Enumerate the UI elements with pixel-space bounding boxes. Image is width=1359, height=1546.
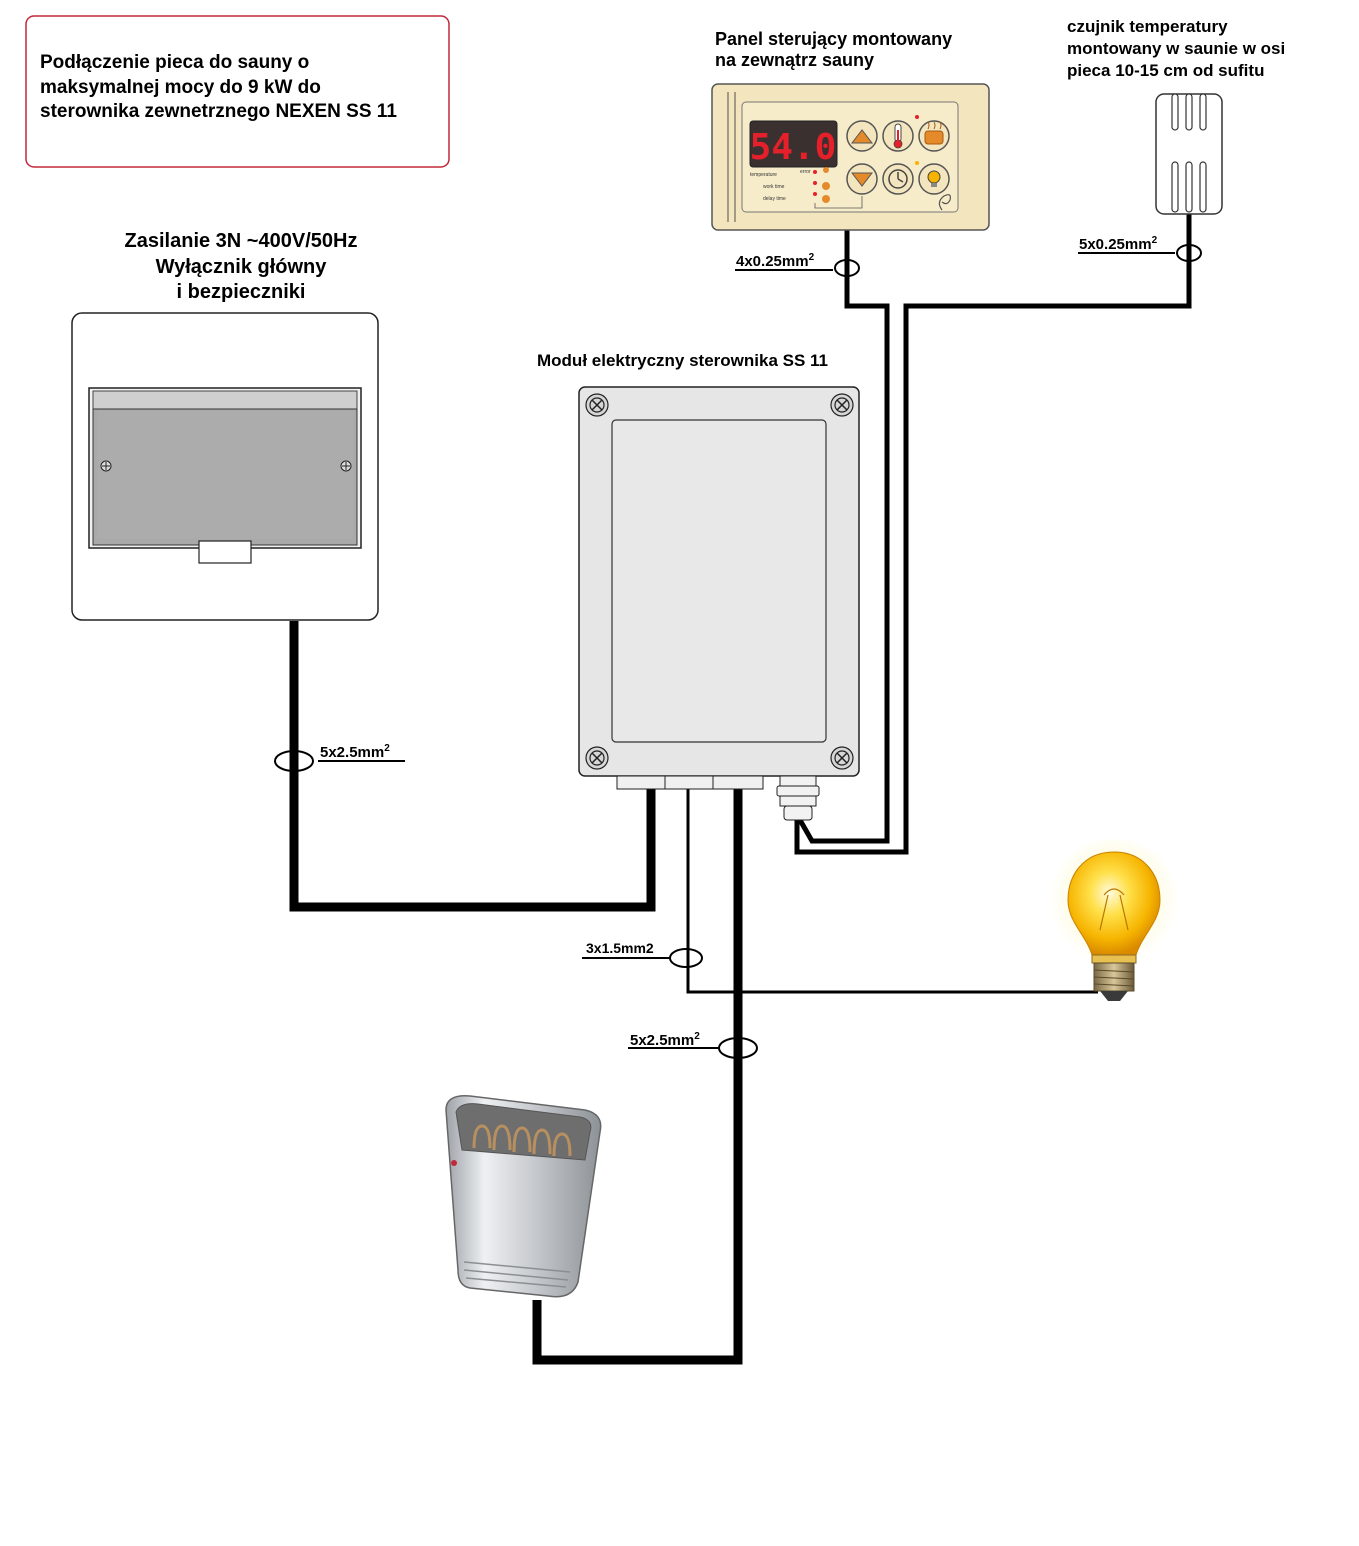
label-temperature: temperature — [750, 172, 777, 178]
light-bulb-icon — [927, 170, 941, 187]
wire-heater — [532, 789, 743, 1365]
temperature-mode-button[interactable] — [882, 120, 914, 152]
wire-sensor — [794, 214, 1192, 855]
title-line-1: Podłączenie pieca do sauny o — [40, 52, 309, 73]
cable-label-panel: 4x0.25mm2 — [736, 252, 815, 270]
cable-label-supply: 5x2.5mm2 — [320, 743, 390, 761]
label-delay-time: delay time — [763, 196, 786, 202]
title-line-3: sterownika zewnetrznego NEXEN SS 11 — [40, 101, 397, 122]
sensor-caption-1: czujnik temperatury — [1067, 17, 1228, 36]
panel-caption-1: Panel sterujący montowany — [715, 29, 952, 49]
temperature-sensor-caption: czujnik temperatury montowany w saunie w… — [1067, 17, 1285, 80]
gland-lamp — [664, 775, 714, 790]
sensor-caption-3: pieca 10-15 cm od sufitu — [1067, 61, 1264, 80]
power-line-1: Zasilanie 3N ~400V/50Hz — [125, 230, 358, 252]
cable-label-lamp: 3x1.5mm2 — [586, 940, 654, 956]
power-line-3: i bezpieczniki — [177, 281, 306, 303]
heater-icon — [924, 121, 944, 145]
temperature-down-button[interactable] — [846, 163, 878, 195]
label-work-time: work time — [763, 184, 785, 190]
thermometer-icon — [893, 123, 903, 149]
temperature-display — [749, 120, 838, 168]
brand-logo-icon — [938, 194, 951, 211]
title-box: Podłączenie pieca do sauny o maksymalnej… — [25, 15, 450, 168]
heater-button[interactable] — [918, 120, 950, 152]
heating-elements — [472, 1124, 572, 1157]
gland-signal — [776, 775, 820, 821]
sauna-heater — [445, 1095, 602, 1298]
timer-button[interactable] — [882, 163, 914, 195]
label-error: error — [800, 169, 811, 175]
clock-icon — [888, 169, 908, 189]
distribution-box — [71, 312, 379, 621]
power-line-2: Wyłącznik główny — [156, 256, 328, 278]
cover-latch — [198, 540, 252, 564]
light-bulb — [1048, 839, 1180, 1001]
gland-heater — [712, 775, 764, 790]
light-button[interactable] — [918, 163, 950, 195]
arrow-up-icon — [850, 129, 874, 144]
heater-logo-icon — [451, 1160, 457, 1166]
cable-label-sensor: 5x0.25mm2 — [1079, 235, 1158, 253]
wire-lamp — [686, 789, 1098, 994]
title-line-2: maksymalnej mocy do 9 kW do — [40, 77, 321, 98]
gland-supply — [616, 775, 666, 790]
wire-through-rings — [289, 244, 1192, 1059]
power-supply-caption: Zasilanie 3N ~400V/50Hz Wyłącznik główny… — [125, 230, 358, 303]
ring-lamp — [669, 948, 703, 968]
module-label: Moduł elektryczny sterownika SS 11 — [537, 351, 828, 370]
control-panel: 54.0 temperature work time delay time er… — [711, 83, 990, 231]
sensor-caption-2: montowany w saunie w osi — [1067, 39, 1285, 58]
cable-label-heater: 5x2.5mm2 — [630, 1031, 700, 1049]
label-underlines — [318, 252, 1175, 1049]
panel-caption-2: na zewnątrz sauny — [715, 50, 874, 70]
arrow-down-icon — [850, 172, 874, 187]
temperature-up-button[interactable] — [846, 120, 878, 152]
controller-module — [578, 386, 860, 821]
control-panel-caption: Panel sterujący montowany na zewnątrz sa… — [715, 29, 952, 70]
display-value: 54.0 — [750, 127, 837, 168]
wire-panel — [797, 230, 890, 844]
temperature-sensor — [1155, 93, 1223, 215]
